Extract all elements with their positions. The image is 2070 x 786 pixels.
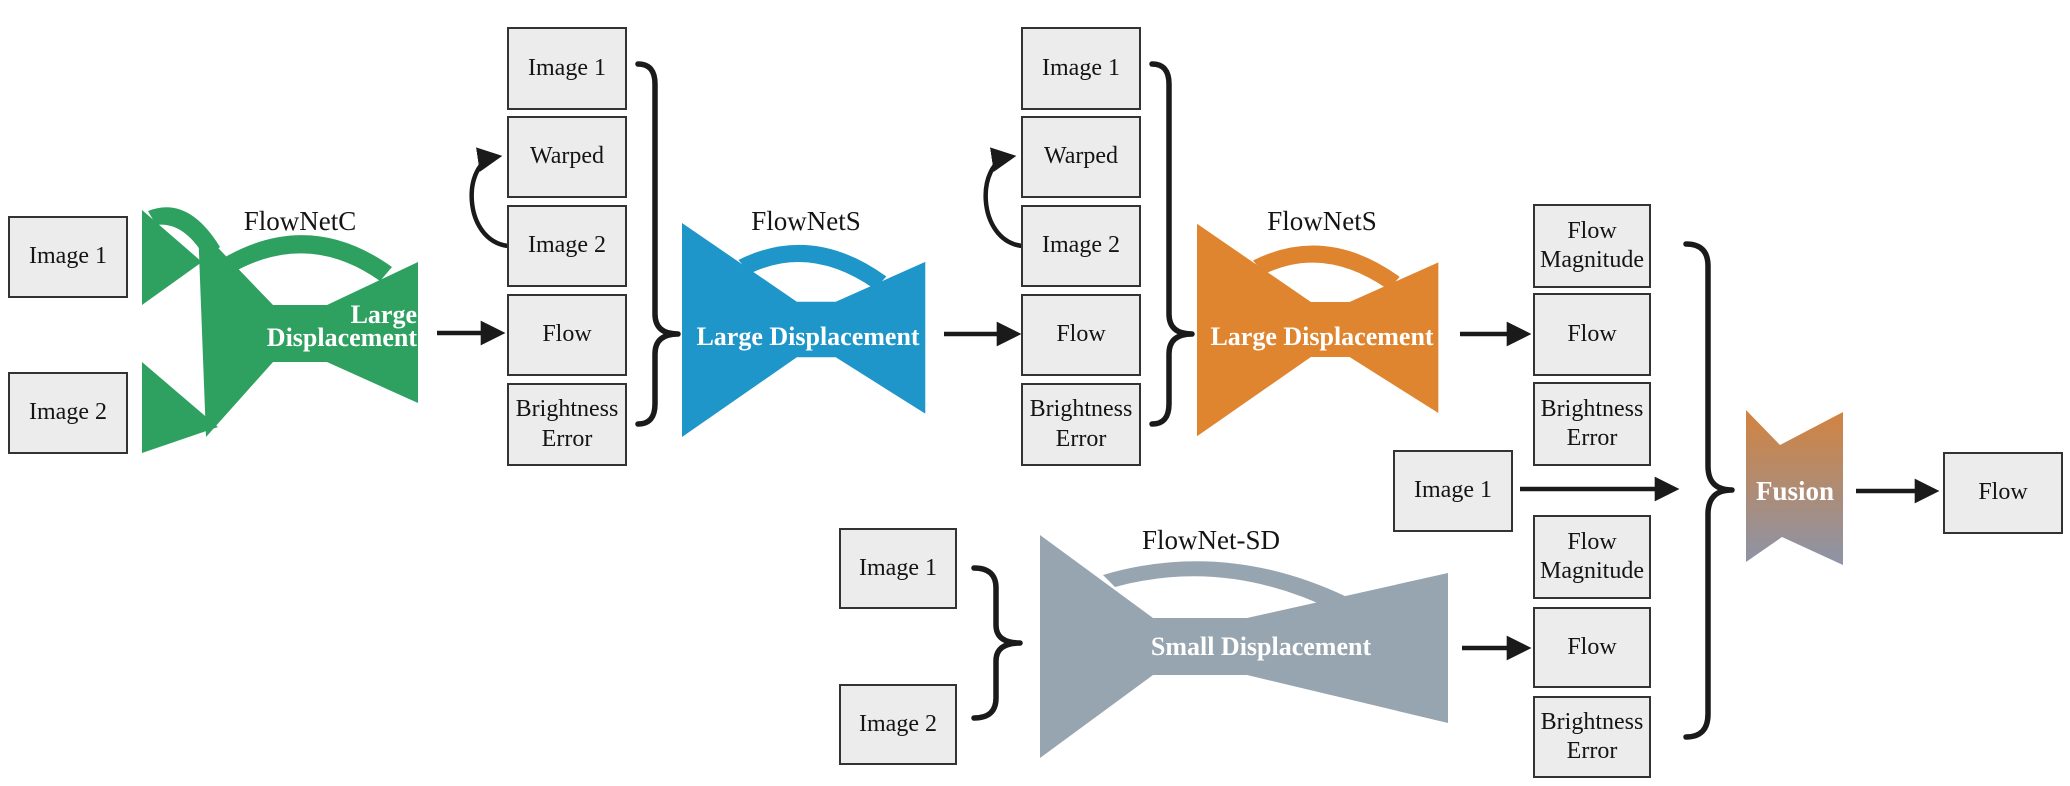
box-stack2-warped: Warped <box>1021 116 1141 198</box>
label-flownetc-line1: Large <box>350 300 417 329</box>
title-flownets-top: FlowNetS <box>1267 206 1377 236</box>
box-sd-input-image1: Image 1 <box>839 528 957 609</box>
network-fusion-shape <box>1746 410 1843 565</box>
flownetc-input-wedge-bottom <box>142 362 218 453</box>
box-main-input-image1: Image 1 <box>8 216 128 298</box>
box-stack1-brightness-error: Brightness Error <box>507 383 627 466</box>
flownet-sd-skip-arc <box>1103 561 1347 611</box>
box-stack1-warped: Warped <box>507 116 627 198</box>
box-stack1-image1: Image 1 <box>507 27 627 110</box>
label-flownets-mid-large-displacement: Large Displacement <box>696 322 920 351</box>
box-stack1-image2: Image 2 <box>507 205 627 287</box>
flownetc-body <box>198 227 418 437</box>
box-stack3-flow: Flow <box>1533 293 1651 376</box>
box-stack2-image1: Image 1 <box>1021 27 1141 110</box>
label-flownetc-line2: Displacement <box>266 323 417 352</box>
box-stack2-image2: Image 2 <box>1021 205 1141 287</box>
brace-flownetc-outputs <box>635 61 681 427</box>
box-final-output-flow: Flow <box>1943 452 2063 534</box>
box-stack2-flow: Flow <box>1021 294 1141 376</box>
warp-arrow-stack1 <box>469 147 509 249</box>
flownetc-input-wedge-top <box>142 210 202 305</box>
brace-sd-inputs <box>971 565 1023 721</box>
box-stack1-flow: Flow <box>507 294 627 376</box>
box-stack4-brightness-error: Brightness Error <box>1533 696 1651 778</box>
flownetc-skip-arc <box>220 235 392 281</box>
label-fusion: Fusion <box>1755 476 1835 506</box>
box-sd-input-image2: Image 2 <box>839 684 957 765</box>
title-flownets-mid: FlowNetS <box>751 206 861 236</box>
box-stack4-flow: Flow <box>1533 607 1651 688</box>
brace-fusion-inputs <box>1683 241 1735 740</box>
box-stack3-brightness-error: Brightness Error <box>1533 382 1651 466</box>
label-flownetc-large-displacement: Large Displacement <box>230 300 417 352</box>
title-flownet-sd: FlowNet-SD <box>1141 525 1280 555</box>
label-flownets-top-large-displacement: Large Displacement <box>1210 322 1434 351</box>
box-stack3-flow-magnitude: Flow Magnitude <box>1533 204 1651 288</box>
network-flownet-sd-shape <box>1040 535 1448 758</box>
box-stack2-brightness-error: Brightness Error <box>1021 383 1141 466</box>
flownet-sd-body <box>1040 535 1448 758</box>
box-main-input-image2: Image 2 <box>8 372 128 454</box>
label-flownet-sd-small-displacement: Small Displacement <box>1150 632 1372 661</box>
warp-arrow-stack2 <box>983 147 1023 249</box>
brace-flownets-mid-outputs <box>1149 61 1195 427</box>
box-fusion-input-image1: Image 1 <box>1393 450 1513 532</box>
title-flownetc: FlowNetC <box>243 206 357 236</box>
network-flownetc-shape <box>142 207 418 453</box>
box-stack4-flow-magnitude: Flow Magnitude <box>1533 515 1651 599</box>
